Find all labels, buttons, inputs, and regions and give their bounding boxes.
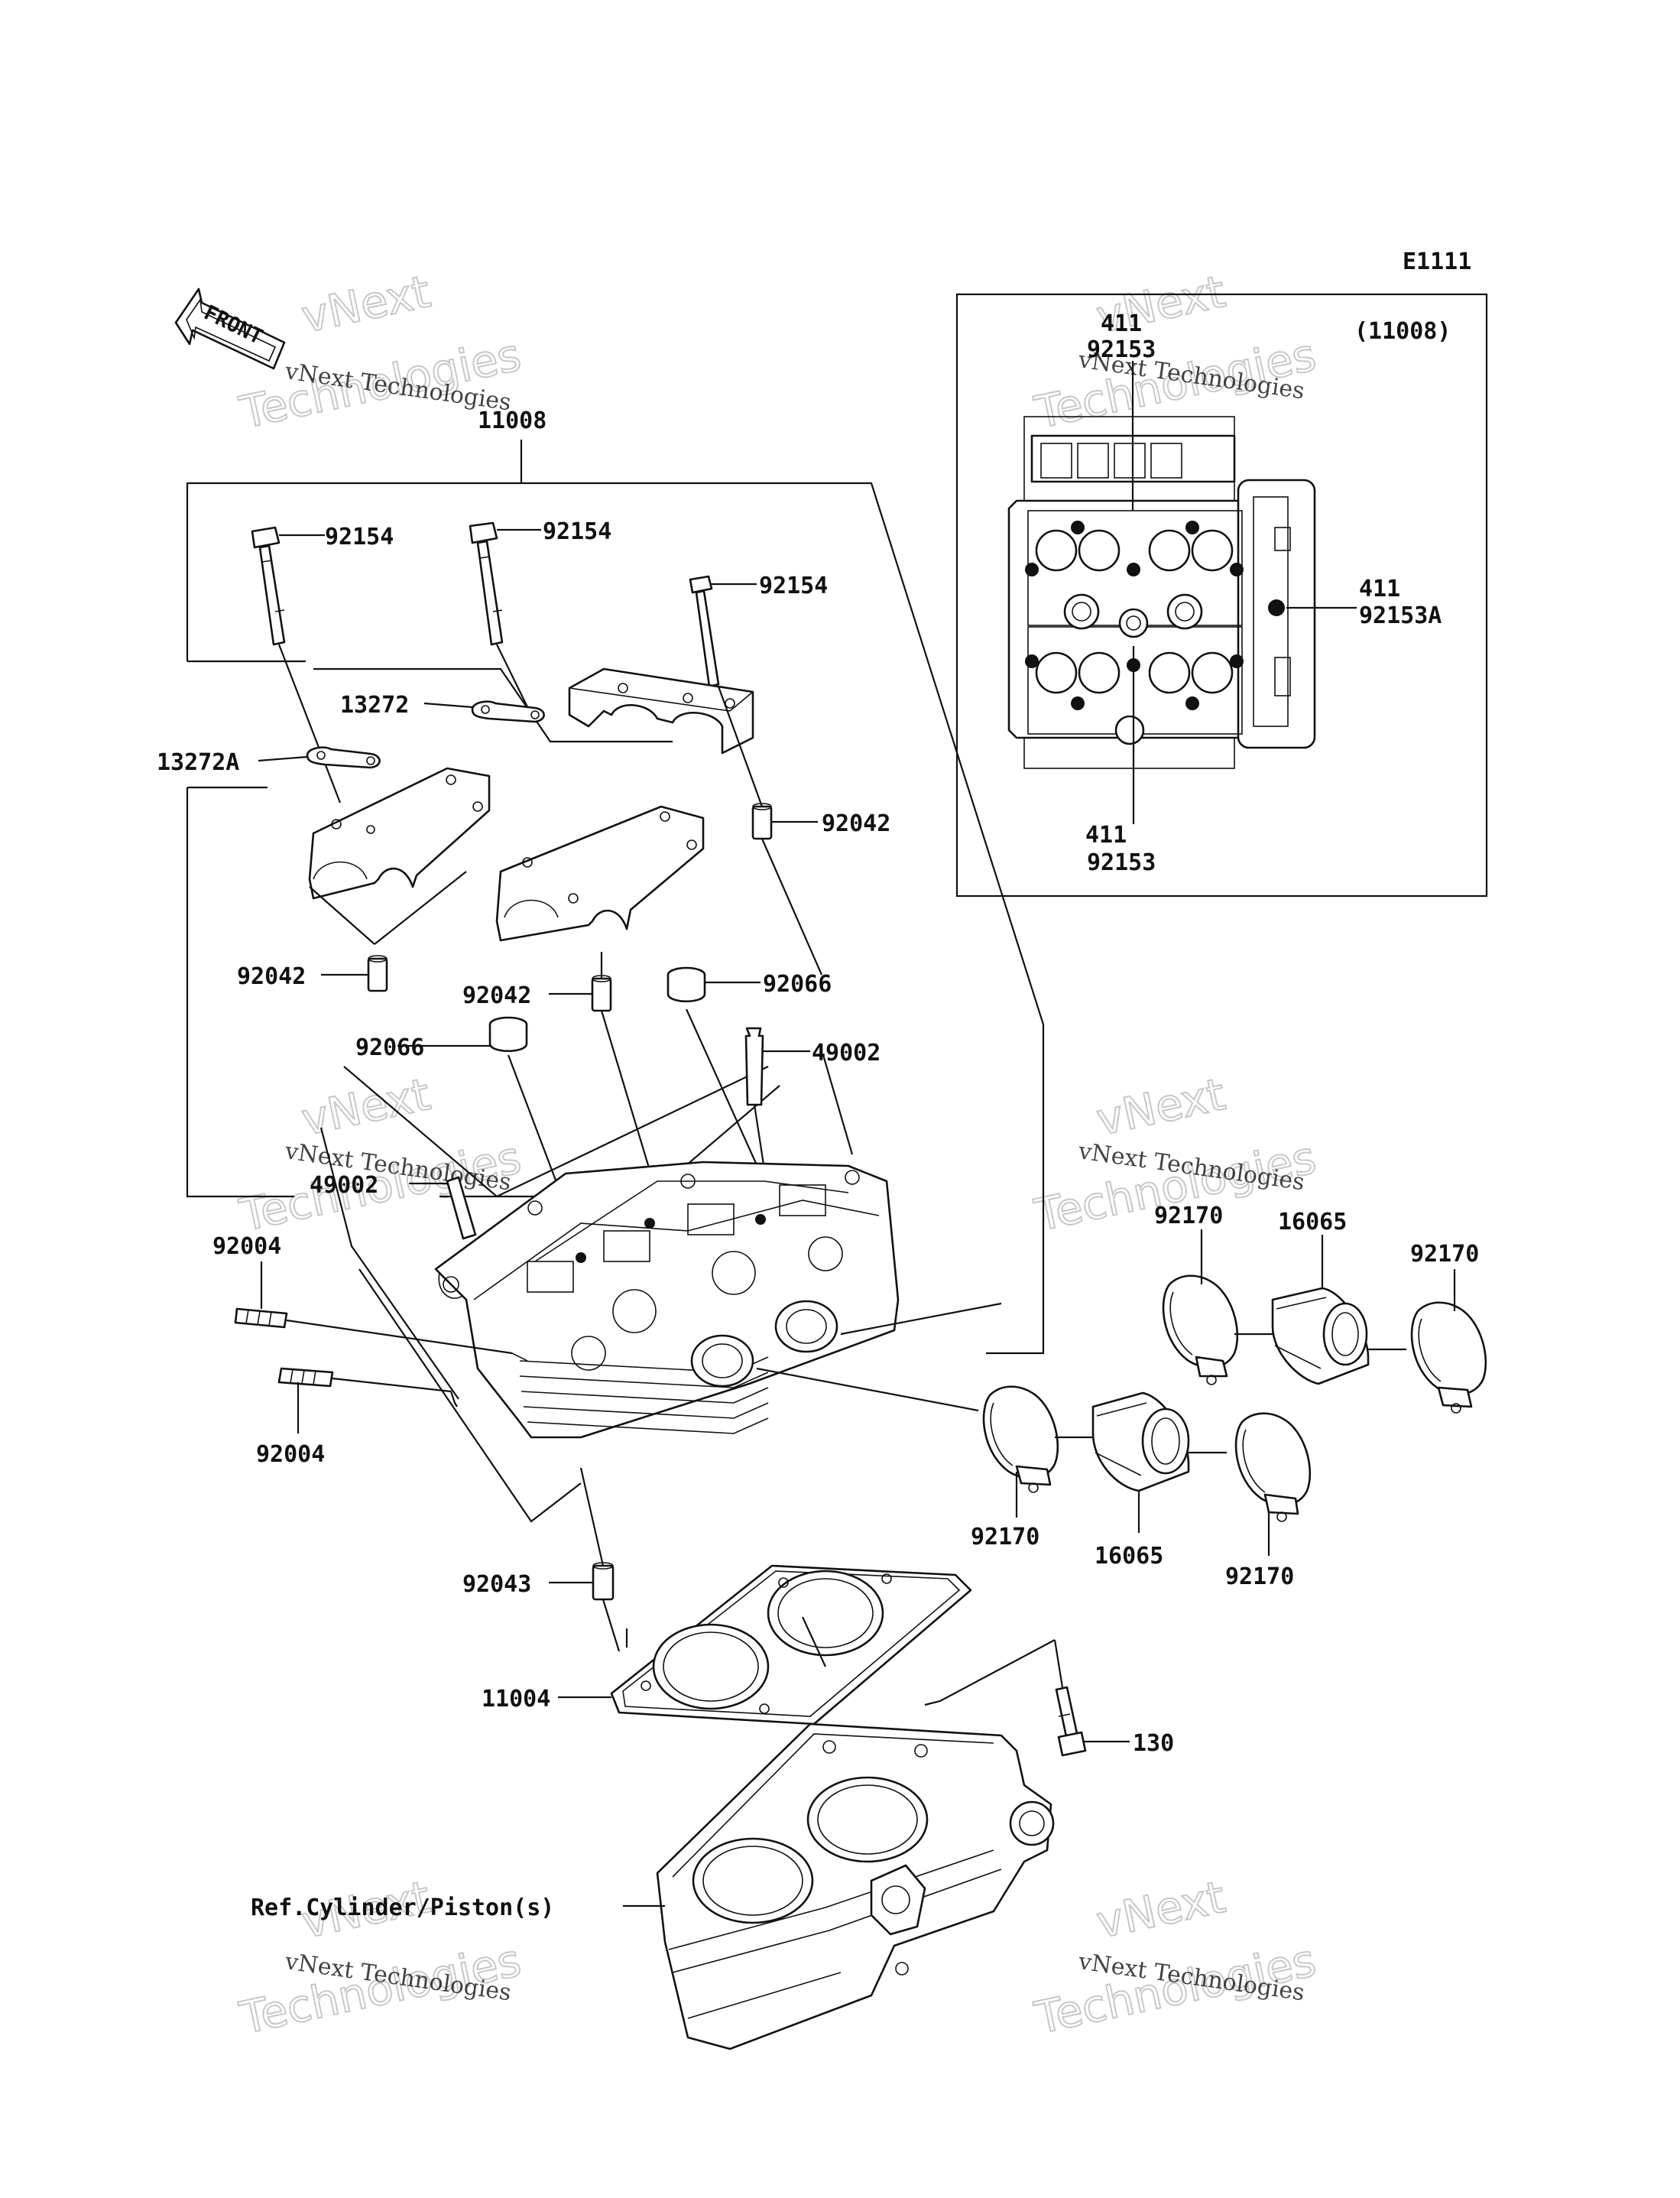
label-16065-upper: 16065: [1278, 1209, 1347, 1235]
label-16065-lower: 16065: [1095, 1543, 1163, 1570]
inset-label-411-right: 411: [1359, 576, 1400, 602]
seal-92066-middle: [397, 1016, 528, 1052]
watermark-bottom-right: vNext Technologies vNext Technologies: [1030, 1870, 1322, 2045]
label-49002-left: 49002: [310, 1172, 378, 1199]
inset-panel: (11008) 411 92153 411 92153A 411 92153: [955, 293, 1488, 898]
valve-guide-49002-left: [409, 1176, 477, 1240]
label-92042-middle: 92042: [462, 982, 531, 1009]
label-13272: 13272: [340, 692, 409, 719]
assembly-bracket-lines: [186, 440, 1045, 1523]
watermark-mid-left: vNext Technologies vNext Technologies: [235, 1067, 527, 1242]
label-92042-right: 92042: [822, 810, 890, 837]
holder-16065-upper: [1271, 1235, 1370, 1385]
inset-label-411-bottom: 411: [1085, 822, 1127, 849]
label-92066-middle: 92066: [355, 1034, 424, 1061]
label-92170-lower-left: 92170: [971, 1524, 1039, 1550]
clamp-92170-upper-right: [1410, 1269, 1487, 1414]
inset-label-92153A-right: 92153A: [1359, 602, 1442, 629]
bolt-130: [924, 1639, 1130, 1757]
cylinder-block: [656, 1722, 1055, 2050]
holder-16065-lower: [1091, 1391, 1190, 1533]
stud-92004-upper: [234, 1261, 513, 1355]
label-92170-lower-right: 92170: [1225, 1563, 1294, 1590]
label-92154-left: 92154: [325, 524, 394, 550]
clamp-92170-lower-right: [1234, 1412, 1312, 1556]
label-ref-cylinder-piston: Ref.Cylinder/Piston(s): [251, 1894, 554, 1921]
watermark-logo-text: vNext: [1092, 1871, 1230, 1949]
inset-assembly-label: (11008): [1354, 318, 1451, 345]
front-arrow-icon: FRONT: [174, 287, 286, 370]
label-49002-right: 49002: [812, 1040, 881, 1067]
cylinder-head-top-view: [1007, 416, 1316, 769]
watermark-logo-text: vNext: [297, 265, 435, 343]
label-92066-right: 92066: [763, 971, 832, 998]
clamp-92170-upper-left: [1162, 1229, 1239, 1385]
label-11008: 11008: [478, 407, 546, 434]
label-92004-upper: 92004: [212, 1233, 281, 1260]
label-13272A: 13272A: [157, 749, 239, 776]
inset-label-92153-top: 92153: [1087, 336, 1156, 363]
part-labels: 11008 92154 92154 92154 13272 13272A 920…: [157, 407, 1479, 1921]
label-92170-upper-right: 92170: [1410, 1241, 1479, 1268]
watermark-logo-text: vNext: [1092, 1068, 1230, 1146]
label-92043: 92043: [462, 1571, 531, 1598]
clamp-92170-lower-left: [982, 1385, 1059, 1518]
camshaft-cap-right: [568, 667, 754, 755]
valve-guide-49002-right: [744, 1027, 854, 1220]
stud-92004-lower: [277, 1367, 458, 1433]
bolt-92154-middle: [469, 521, 541, 723]
label-92004-lower: 92004: [256, 1441, 325, 1468]
label-11004: 11004: [482, 1686, 550, 1713]
bolt-92154-right: [689, 575, 757, 688]
label-92042-left: 92042: [237, 963, 306, 990]
dowel-92043: [549, 1467, 621, 1652]
label-92170-upper-left: 92170: [1154, 1203, 1223, 1229]
inset-label-92153-bottom: 92153: [1087, 849, 1156, 876]
label-92154-right: 92154: [759, 573, 828, 599]
camshaft-cap-middle: [495, 805, 705, 942]
dowel-92042-right: [717, 686, 823, 976]
dowel-92042-left: [321, 955, 388, 992]
head-gasket-11004: [558, 1564, 972, 1726]
diagram-ref-code: E1111: [1403, 248, 1471, 275]
camshaft-cap-left: [308, 767, 491, 900]
label-130: 130: [1133, 1730, 1174, 1757]
watermark-top-right: vNext Technologies vNext Technologies: [1030, 265, 1322, 440]
plate-13272A: [258, 746, 381, 769]
plate-13272: [423, 700, 545, 723]
watermark-logo-text: vNext: [297, 1068, 435, 1146]
bolt-92154-left: [251, 526, 342, 804]
inset-label-411-top: 411: [1101, 310, 1142, 337]
cylinder-head: [434, 1161, 900, 1439]
label-92154-middle: 92154: [543, 518, 611, 545]
inset-frame: [955, 293, 1488, 898]
